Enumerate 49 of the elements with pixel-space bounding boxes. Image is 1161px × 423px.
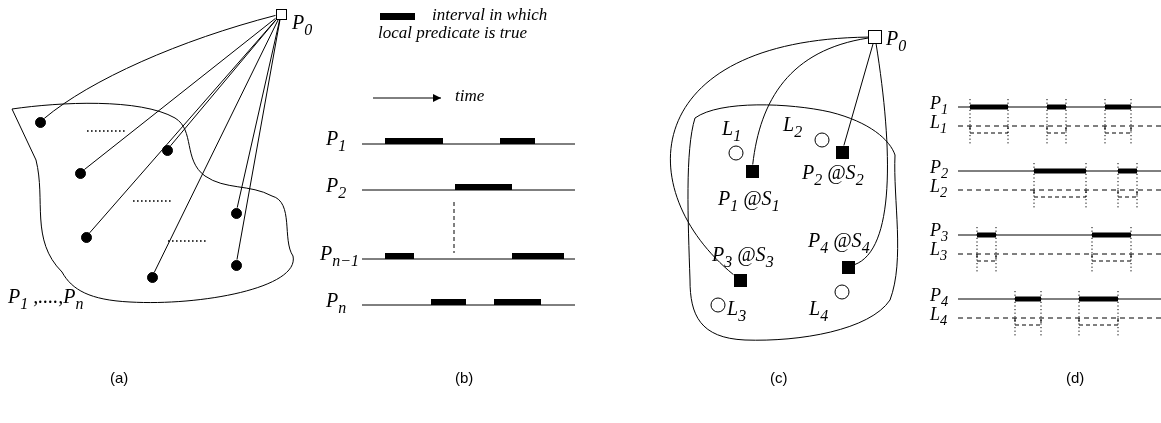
process-label: L$_{2}$ [783, 114, 803, 140]
connector-line [236, 19, 281, 209]
legend-text: interval in which local predicate is true [378, 6, 549, 42]
node-label: P$_{2}$ @S$_{2}$ [802, 162, 864, 188]
filled-square [733, 273, 747, 287]
connector-line [170, 19, 277, 147]
node-label: P$_{4}$ @S$_{4}$ [808, 230, 870, 256]
panel-caption: (b) [455, 370, 474, 385]
process-label: P$_{1}$ [326, 128, 347, 154]
process-label: P$_{2}$ [326, 175, 347, 201]
panel-caption: (d) [1066, 370, 1085, 385]
process-label: L$_{2}$ [930, 177, 948, 200]
process-label: L$_{3}$ [930, 240, 948, 263]
connector-line [236, 19, 281, 261]
process-label: L$_{3}$ [727, 298, 747, 324]
filled-dot [230, 207, 242, 219]
filled-dot [74, 167, 86, 179]
hollow-square [868, 30, 882, 44]
process-label: L$_{1}$ [722, 118, 742, 144]
filled-dot [146, 271, 158, 283]
connector-line [843, 43, 874, 146]
node-label: P$_{0}$ [886, 28, 907, 54]
panel-caption: (c) [770, 370, 788, 385]
filled-square [745, 164, 759, 178]
filled-dot [80, 231, 92, 243]
hollow-square [275, 8, 287, 20]
process-label: P$_{n−1}$ [320, 243, 359, 269]
connector-line [83, 17, 276, 171]
filled-dot [230, 259, 242, 271]
process-label: P$_{n}$ [326, 290, 347, 316]
process-label: L$_{4}$ [809, 298, 829, 324]
axis-label: time [455, 87, 485, 104]
node-label: P$_{3}$ @S$_{3}$ [712, 244, 774, 270]
filled-square [835, 145, 849, 159]
filled-dot [161, 144, 173, 156]
connector-line [89, 19, 277, 234]
connector-line [43, 14, 276, 119]
node-label: P$_{0}$ [292, 12, 313, 38]
process-label: L$_{4}$ [930, 305, 948, 328]
node-label: P$_{1}$ @S$_{1}$ [718, 188, 780, 214]
process-label: P$_{1}$ ,....,P$_{n}$ [8, 286, 84, 312]
connector-line [854, 43, 888, 266]
process-label: L$_{1}$ [930, 113, 948, 136]
panel-caption: (a) [110, 370, 129, 385]
filled-dot [34, 116, 46, 128]
connector-line [153, 19, 279, 273]
connector-line [752, 37, 869, 165]
filled-square [841, 260, 855, 274]
connector-line [670, 36, 869, 276]
